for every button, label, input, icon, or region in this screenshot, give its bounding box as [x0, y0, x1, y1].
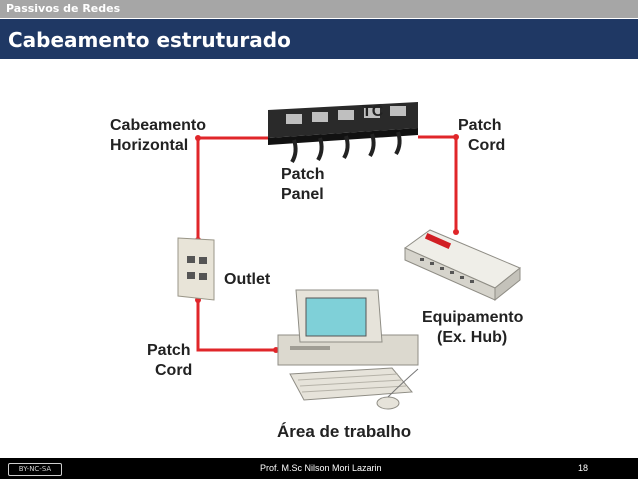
patch-cord-bottom-label-line1: Patch	[147, 342, 191, 359]
footer-page-number: 18	[578, 463, 589, 473]
horizontal-cable	[196, 136, 270, 240]
patch-cord-top-label-line2: Cord	[468, 137, 506, 154]
slide-footer	[0, 458, 638, 479]
workstation-icon	[277, 289, 419, 410]
outlet-icon	[177, 237, 215, 301]
patch-cord-top-cable	[418, 135, 458, 232]
patch-panel-label-line1: Patch	[281, 166, 325, 183]
diagram-graphics	[177, 102, 521, 410]
hub-icon	[404, 229, 521, 302]
slide-title: Cabeamento estruturado	[8, 28, 291, 52]
course-header: Passivos de Redes	[0, 0, 638, 18]
patch-panel-icon	[268, 102, 418, 164]
outlet-label: Outlet	[224, 271, 271, 288]
tc-label: TC	[362, 103, 384, 120]
cc-license-badge: BY-NC-SA	[8, 463, 62, 476]
course-title: Passivos de Redes	[6, 2, 121, 15]
patch-cord-bottom-label-line2: Cord	[155, 362, 193, 379]
work-area-label: Área de trabalho	[277, 422, 412, 441]
equipment-label-line2: (Ex. Hub)	[437, 329, 508, 346]
horizontal-cabling-label-line1: Cabeamento	[110, 117, 207, 134]
footer-author: Prof. M.Sc Nilson Mori Lazarin	[260, 463, 382, 473]
patch-panel-label-line2: Panel	[281, 186, 324, 203]
cabling-diagram: TC Cabeamento Horizontal Patch Cord Patc…	[0, 60, 638, 455]
outlet-to-computer-cable	[196, 300, 276, 352]
slide-title-bar: Cabeamento estruturado	[0, 19, 638, 59]
horizontal-cabling-label-line2: Horizontal	[110, 137, 189, 154]
cc-license-text: BY-NC-SA	[18, 465, 52, 473]
patch-cord-top-label-line1: Patch	[458, 117, 502, 134]
equipment-label-line1: Equipamento	[422, 309, 524, 326]
